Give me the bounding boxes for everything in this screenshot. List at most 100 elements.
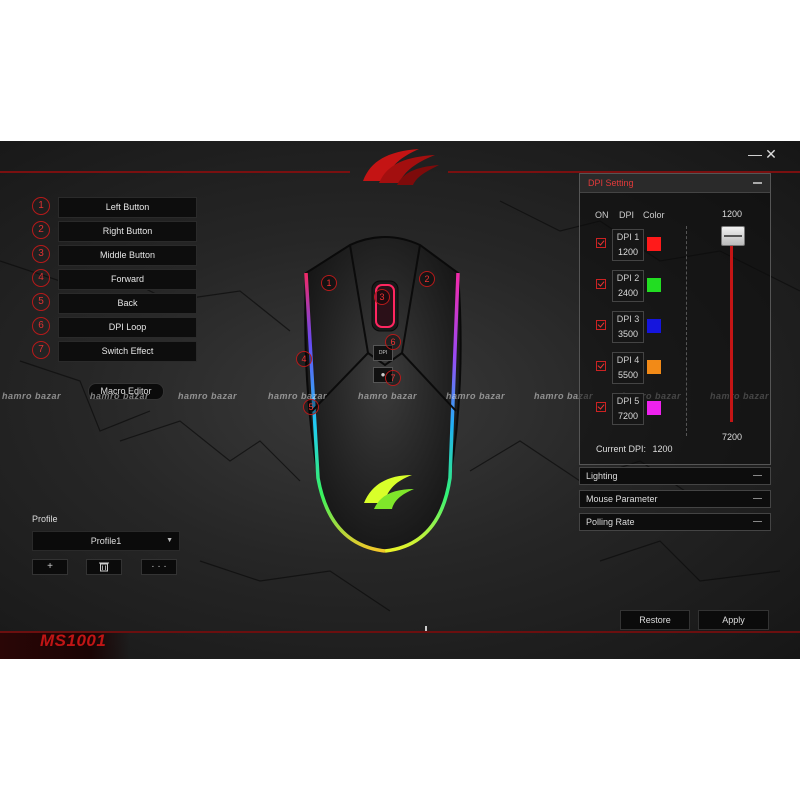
dpi-setting-title: DPI Setting bbox=[588, 178, 634, 188]
button-number: 1 bbox=[32, 197, 50, 215]
column-dpi: DPI bbox=[619, 210, 635, 220]
dpi-4-checkbox[interactable] bbox=[596, 361, 606, 371]
header-line-right bbox=[448, 171, 800, 173]
dpi-4-color-swatch[interactable] bbox=[647, 360, 661, 374]
apply-button[interactable]: Apply bbox=[698, 610, 769, 630]
dpi-5-box[interactable]: DPI 5 7200 bbox=[612, 393, 644, 425]
cursor-icon bbox=[425, 626, 427, 631]
button-number: 7 bbox=[32, 341, 50, 359]
watermark: hamro bazar bbox=[358, 391, 418, 401]
watermark: hamro bazar bbox=[534, 391, 594, 401]
button-number: 3 bbox=[32, 245, 50, 263]
callout-6: 6 bbox=[385, 334, 401, 350]
footer-line bbox=[0, 631, 800, 633]
watermark: hamro bazar bbox=[268, 391, 328, 401]
forward-button-assign[interactable]: Forward bbox=[58, 269, 197, 290]
polling-rate-section[interactable]: Polling Rate bbox=[579, 513, 771, 531]
dpi-level-name: DPI 5 bbox=[616, 396, 640, 406]
dpi-level-value: 1200 bbox=[617, 247, 639, 257]
dpi-level-name: DPI 2 bbox=[616, 273, 640, 283]
current-dpi-label: Current DPI: bbox=[596, 444, 647, 454]
watermark: hamro bazar bbox=[90, 391, 150, 401]
dpi-level-value: 7200 bbox=[617, 411, 639, 421]
profile-selected-value: Profile1 bbox=[90, 536, 122, 546]
callout-7: 7 bbox=[385, 370, 401, 386]
slider-min-label: 1200 bbox=[722, 209, 743, 219]
restore-button[interactable]: Restore bbox=[620, 610, 690, 630]
profile-title: Profile bbox=[32, 514, 58, 524]
callout-5: 5 bbox=[303, 399, 319, 415]
watermark: hamro bazar bbox=[2, 391, 62, 401]
dpi-3-checkbox[interactable] bbox=[596, 320, 606, 330]
dpi-1-box[interactable]: DPI 1 1200 bbox=[612, 229, 644, 261]
dpi-setting-panel: DPI Setting ON DPI Color DPI 1 1200 DPI … bbox=[579, 173, 771, 465]
dpi-level-name: DPI 4 bbox=[616, 355, 640, 365]
chevron-down-icon: ▼ bbox=[166, 537, 173, 544]
dpi-2-checkbox[interactable] bbox=[596, 279, 606, 289]
header-line-left bbox=[0, 171, 350, 173]
callout-4: 4 bbox=[296, 351, 312, 367]
section-title: Polling Rate bbox=[586, 517, 635, 527]
button-number: 4 bbox=[32, 269, 50, 287]
dpi-1-checkbox[interactable] bbox=[596, 238, 606, 248]
middle-button-assign[interactable]: Middle Button bbox=[58, 245, 197, 266]
divider bbox=[686, 226, 687, 436]
watermark: hamro bazar bbox=[178, 391, 238, 401]
dpi-level-value: 2400 bbox=[617, 288, 639, 298]
callout-2: 2 bbox=[419, 271, 435, 287]
column-on: ON bbox=[595, 210, 609, 220]
dpi-level-value: 5500 bbox=[617, 370, 639, 380]
dpi-3-box[interactable]: DPI 3 3500 bbox=[612, 311, 644, 343]
macro-editor-button[interactable]: Macro Editor bbox=[88, 383, 164, 400]
mouse-parameter-section[interactable]: Mouse Parameter bbox=[579, 490, 771, 508]
button-number: 5 bbox=[32, 293, 50, 311]
dpi-1-color-swatch[interactable] bbox=[647, 237, 661, 251]
callout-1: 1 bbox=[321, 275, 337, 291]
section-title: Mouse Parameter bbox=[586, 494, 658, 504]
dpi-level-name: DPI 3 bbox=[616, 314, 640, 324]
dpi-4-box[interactable]: DPI 4 5500 bbox=[612, 352, 644, 384]
column-color: Color bbox=[643, 210, 665, 220]
dpi-loop-button-assign[interactable]: DPI Loop bbox=[58, 317, 197, 338]
dpi-3-color-swatch[interactable] bbox=[647, 319, 661, 333]
expand-icon bbox=[753, 521, 762, 522]
watermark: hamro bazar bbox=[446, 391, 506, 401]
button-number: 2 bbox=[32, 221, 50, 239]
right-button-assign[interactable]: Right Button bbox=[58, 221, 197, 242]
model-name: MS1001 bbox=[40, 631, 107, 650]
back-button-assign[interactable]: Back bbox=[58, 293, 197, 314]
lighting-section[interactable]: Lighting bbox=[579, 467, 771, 485]
dpi-button-chip: DPI bbox=[373, 345, 393, 361]
dpi-slider-track[interactable] bbox=[730, 232, 733, 422]
profile-select[interactable]: Profile1 ▼ bbox=[32, 531, 180, 551]
left-button-assign[interactable]: Left Button bbox=[58, 197, 197, 218]
dpi-2-color-swatch[interactable] bbox=[647, 278, 661, 292]
dpi-slider-handle[interactable] bbox=[721, 226, 745, 246]
add-profile-button[interactable]: + bbox=[32, 559, 68, 575]
app-window: — ✕ 1 Left Button 2 Right Button 3 Middl… bbox=[0, 141, 800, 659]
more-options-button[interactable]: · · · bbox=[141, 559, 177, 575]
expand-icon bbox=[753, 475, 762, 476]
collapse-icon[interactable] bbox=[753, 182, 762, 184]
switch-effect-button-assign[interactable]: Switch Effect bbox=[58, 341, 197, 362]
delete-profile-button[interactable] bbox=[86, 559, 122, 575]
trash-icon bbox=[99, 562, 109, 572]
slider-max-label: 7200 bbox=[722, 432, 743, 442]
close-button[interactable]: ✕ bbox=[765, 146, 777, 162]
dpi-5-color-swatch[interactable] bbox=[647, 401, 661, 415]
dpi-5-checkbox[interactable] bbox=[596, 402, 606, 412]
dpi-setting-header[interactable]: DPI Setting bbox=[580, 174, 770, 193]
button-number: 6 bbox=[32, 317, 50, 335]
section-title: Lighting bbox=[586, 471, 618, 481]
callout-3: 3 bbox=[374, 289, 390, 305]
minimize-button[interactable]: — bbox=[748, 146, 762, 162]
dpi-level-value: 3500 bbox=[617, 329, 639, 339]
expand-icon bbox=[753, 498, 762, 499]
dpi-2-box[interactable]: DPI 2 2400 bbox=[612, 270, 644, 302]
dpi-level-name: DPI 1 bbox=[616, 232, 640, 242]
brand-logo-icon bbox=[363, 149, 439, 185]
current-dpi: Current DPI: 1200 bbox=[596, 444, 673, 454]
footer-accent bbox=[0, 631, 130, 659]
background-texture bbox=[0, 200, 800, 612]
current-dpi-value: 1200 bbox=[652, 444, 673, 454]
